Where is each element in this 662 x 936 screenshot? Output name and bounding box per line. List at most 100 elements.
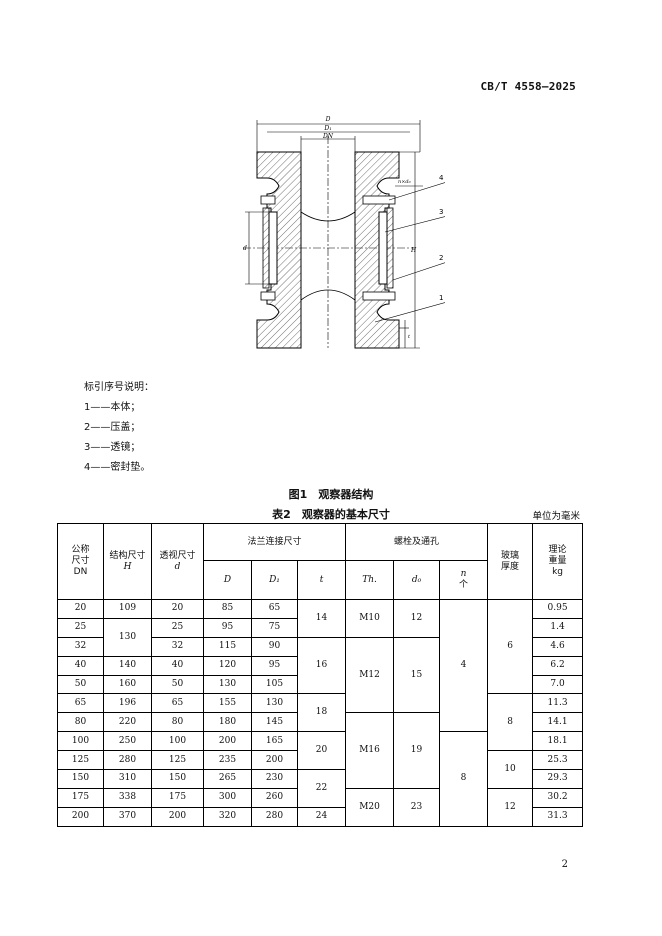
cell-D: 320 [203,806,252,827]
cell-weight: 30.2 [532,787,584,808]
cell-D1: 280 [251,806,298,827]
table-header-row: 公称 尺寸 DN 结构尺寸 H 透视尺寸 d 法兰连接尺寸 螺栓及通孔 玻璃 厚… [57,523,584,600]
standard-code: CB/T 4558—2025 [480,80,576,93]
cell-dn: 200 [57,806,104,827]
cell-d: 150 [151,769,204,789]
cell-d0: 15 [393,636,441,714]
cell-dn: 175 [57,787,104,808]
header-text: 厚度 [501,561,520,572]
header-flange: 法兰连接尺寸 [202,523,347,561]
cell-d: 65 [151,693,204,714]
dimensions-table: 公称 尺寸 DN 结构尺寸 H 透视尺寸 d 法兰连接尺寸 螺栓及通孔 玻璃 厚… [57,523,584,827]
header-text: d [174,561,181,572]
header-n: n 个 [439,560,489,600]
header-dn: 公称 尺寸 DN [57,523,104,600]
cell-D: 155 [203,693,252,714]
header-text: kg [552,567,564,577]
cell-d: 20 [151,599,204,619]
dim-d: d [243,245,247,252]
cell-D1: 75 [251,617,298,638]
cell-D1: 200 [251,750,298,771]
cell-d: 25 [151,617,204,638]
cell-D1: 260 [251,787,298,808]
cell-weight: 11.3 [532,693,584,714]
table-caption: 表2 观察器的基本尺寸 [272,508,390,521]
dim-DN: DN [322,133,334,140]
header-D1: D₁ [251,560,298,600]
cell-n: 8 [439,731,489,827]
cell-h: 140 [103,655,152,676]
cell-t: 22 [296,769,347,808]
cell-t: 24 [296,806,347,827]
cell-d0: 19 [393,712,441,789]
cell-glass: 10 [487,750,534,789]
callout-1: 1 [439,294,443,302]
cell-D1: 105 [251,674,298,695]
header-h: 结构尺寸 H [103,523,152,600]
cell-D: 120 [203,655,252,676]
table-row: 100 250 100 200 165 20 8 18.1 [57,731,584,827]
cell-D: 130 [203,674,252,695]
cell-d0: 12 [393,599,441,638]
table-row: 80 220 80 180 145 M16 19 14.1 [57,712,584,789]
cell-weight: 14.1 [532,712,584,733]
dim-H: H [410,247,417,254]
header-text: 结构尺寸 [109,550,146,561]
cell-weight: 7.0 [532,674,584,695]
cell-D1: 230 [251,769,298,789]
cell-dn: 32 [57,636,104,657]
cell-glass: 6 [487,598,534,695]
table-row: 200 370 200 320 280 24 31.3 [57,806,584,827]
header-bolt: 螺栓及通孔 [345,523,489,561]
cell-dn: 150 [57,769,104,789]
cell-n: 4 [439,598,489,733]
sight-glass-drawing: D D₁ DN H d t n×d₀ 4 3 2 1 [243,116,445,349]
cell-d: 100 [151,731,204,752]
cell-D: 300 [203,787,252,808]
cell-D: 235 [203,750,252,771]
cell-d: 175 [151,787,204,808]
cell-d0: 23 [393,787,441,827]
cell-th: M10 [345,599,395,638]
cell-D1: 90 [251,636,298,657]
cell-dn: 25 [57,617,104,638]
cell-D1: 130 [251,693,298,714]
callout-4: 4 [439,174,444,182]
header-text: 公称 [71,545,90,555]
cell-th: M20 [345,787,395,827]
header-text: H [123,561,132,572]
cell-d: 32 [151,636,204,657]
cell-t: 16 [296,636,347,695]
cell-d: 50 [151,674,204,695]
cell-weight: 1.4 [532,617,584,638]
cell-weight: 0.95 [532,599,584,619]
cell-dn: 20 [57,599,104,619]
cell-dn: 80 [57,712,104,733]
cell-h: 250 [103,731,152,752]
cell-t: 20 [296,731,347,771]
cell-weight: 4.6 [532,636,584,657]
legend-title: 标引序号说明： [84,382,154,393]
cell-h: 160 [103,674,152,695]
cell-h: 220 [103,712,152,733]
header-th: Th. [345,560,395,600]
cell-h: 338 [103,787,152,808]
figure-caption: 图1 观察器结构 [288,488,374,501]
cell-D: 265 [203,769,252,789]
legend-item: 4——密封垫。 [84,462,151,473]
callout-2: 2 [439,254,443,262]
callout-3: 3 [439,208,443,216]
legend-item: 3——透镜； [84,442,141,453]
table-row: 150 310 150 265 230 22 29.3 [57,769,584,808]
cell-D1: 145 [251,712,298,733]
cell-d: 80 [151,712,204,733]
header-t: t [296,560,347,600]
header-text: 透视尺寸 [159,550,196,561]
header-text: n [460,569,467,579]
dim-t: t [408,334,411,340]
header-D: D [203,560,252,600]
page-number: 2 [561,859,568,870]
table-row: 125 280 125 235 200 10 25.3 [57,750,584,789]
cell-h: 370 [103,806,152,827]
cell-dn: 50 [57,674,104,695]
